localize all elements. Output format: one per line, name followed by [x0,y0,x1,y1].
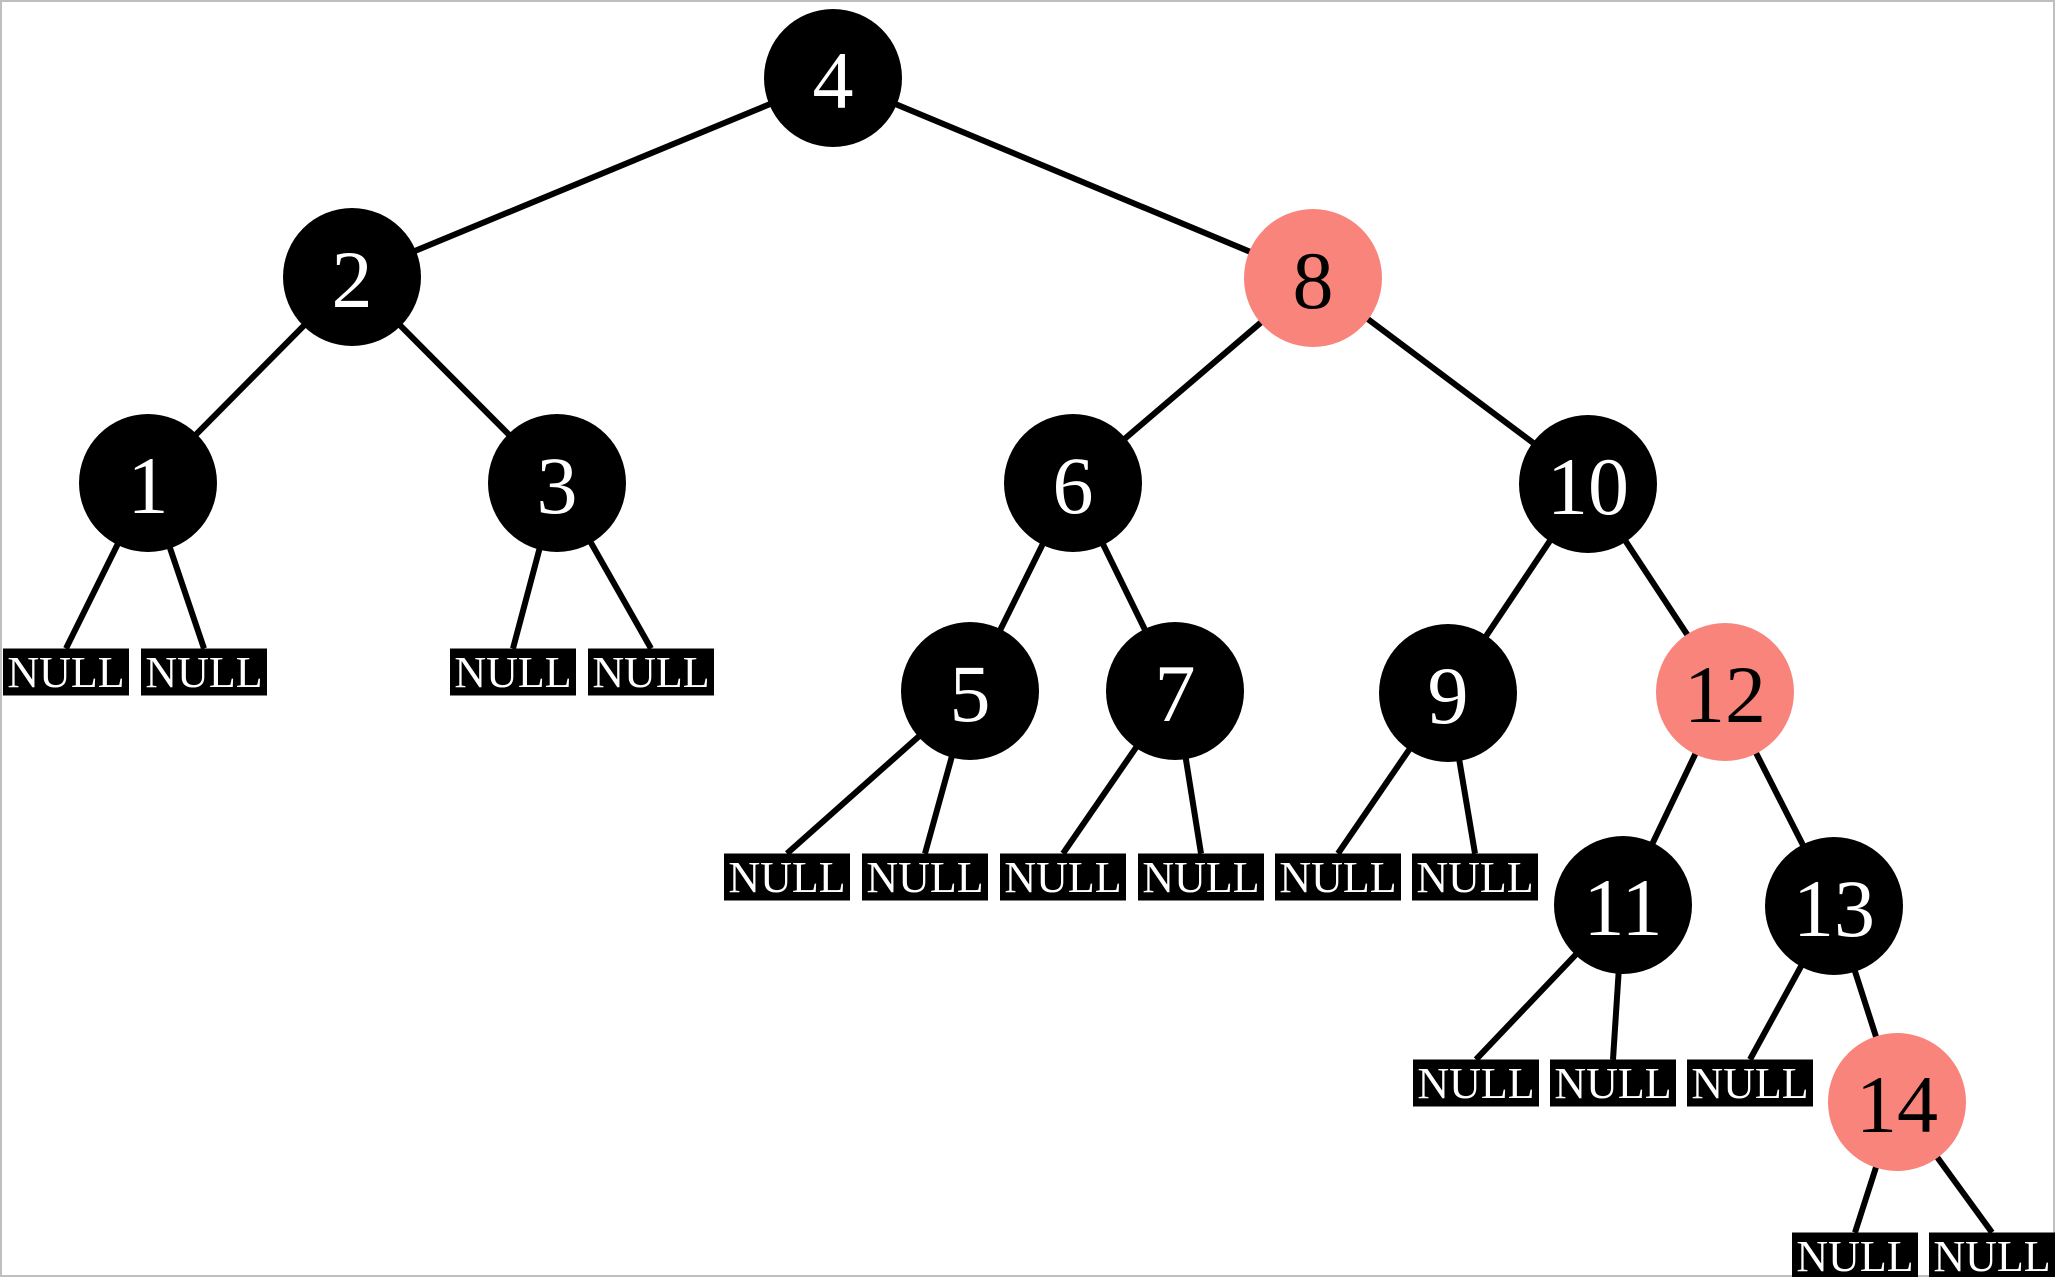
nil-leaf-box-1-0 [3,648,129,696]
tree-node-label-10: 10 [1547,441,1629,532]
nil-leaves-layer: NULL NULL NULL NULL NULL NULL NULL NULL NULL NULL… [3,648,2055,1277]
tree-node-label-7: 7 [1155,648,1196,739]
tree-node-label-12: 12 [1684,649,1766,740]
nil-leaf-box-14-14 [1929,1232,2055,1277]
nil-leaf-label-14-13: NULL [1796,1232,1913,1277]
tree-node-8-red [1244,209,1382,347]
tree-node-12-red [1656,623,1794,761]
tree-node-2-black [283,208,421,346]
nil-leaf-label-3-2: NULL [454,648,571,697]
nil-leaf-label-7-6: NULL [1004,853,1121,902]
nil-leaf-label-9-8: NULL [1279,853,1396,902]
tree-node-3-black [488,414,626,552]
tree-node-13-black [1765,837,1903,975]
tree-edge-4-2 [350,75,835,280]
nil-leaf-box-3-3 [588,648,714,696]
nil-leaf-label-1-1: NULL [145,648,262,697]
nil-leaf-box-1-1 [141,648,267,696]
tree-node-11-black [1554,836,1692,974]
tree-node-label-9: 9 [1428,650,1469,741]
tree-node-label-14: 14 [1856,1059,1938,1150]
tree-node-1-black [79,414,217,552]
nil-leaf-label-1-0: NULL [7,648,124,697]
nil-leaf-box-14-13 [1792,1232,1918,1277]
nil-leaf-box-7-6 [1000,853,1126,901]
tree-node-6-black [1004,414,1142,552]
nil-leaf-box-5-4 [724,853,850,901]
tree-node-7-black [1106,622,1244,760]
tree-node-label-5: 5 [950,648,991,739]
tree-node-4-black [764,9,902,147]
nil-leaf-box-9-8 [1275,853,1401,901]
nil-leaf-box-13-12 [1687,1059,1813,1107]
tree-node-14-red [1828,1033,1966,1171]
nil-leaf-box-3-2 [450,648,576,696]
tree-node-9-black [1379,624,1517,762]
nil-leaf-label-11-11: NULL [1554,1059,1671,1108]
nil-leaf-label-5-5: NULL [866,853,983,902]
nil-leaf-box-9-9 [1412,853,1538,901]
tree-node-label-8: 8 [1293,235,1334,326]
tree-node-label-2: 2 [332,234,373,325]
nil-leaf-box-7-7 [1138,853,1264,901]
tree-edge-4-8 [831,75,1315,281]
nil-leaf-label-11-10: NULL [1417,1059,1534,1108]
tree-node-label-6: 6 [1053,440,1094,531]
nil-leaf-label-13-12: NULL [1691,1059,1808,1108]
nil-leaf-box-11-10 [1413,1059,1539,1107]
tree-node-10-black [1519,415,1657,553]
nil-leaf-label-14-14: NULL [1933,1232,2050,1277]
nil-leaf-box-5-5 [862,853,988,901]
tree-node-label-3: 3 [537,440,578,531]
tree-node-label-4: 4 [813,35,854,126]
nil-leaf-label-5-4: NULL [728,853,845,902]
tree-node-label-1: 1 [128,440,169,531]
nil-leaf-label-3-3: NULL [592,648,709,697]
nil-leaf-label-7-7: NULL [1142,853,1259,902]
nil-leaf-label-9-9: NULL [1416,853,1533,902]
tree-node-label-13: 13 [1793,863,1875,954]
nil-leaf-box-11-11 [1550,1059,1676,1107]
tree-node-label-11: 11 [1584,862,1663,953]
tree-node-5-black [901,622,1039,760]
